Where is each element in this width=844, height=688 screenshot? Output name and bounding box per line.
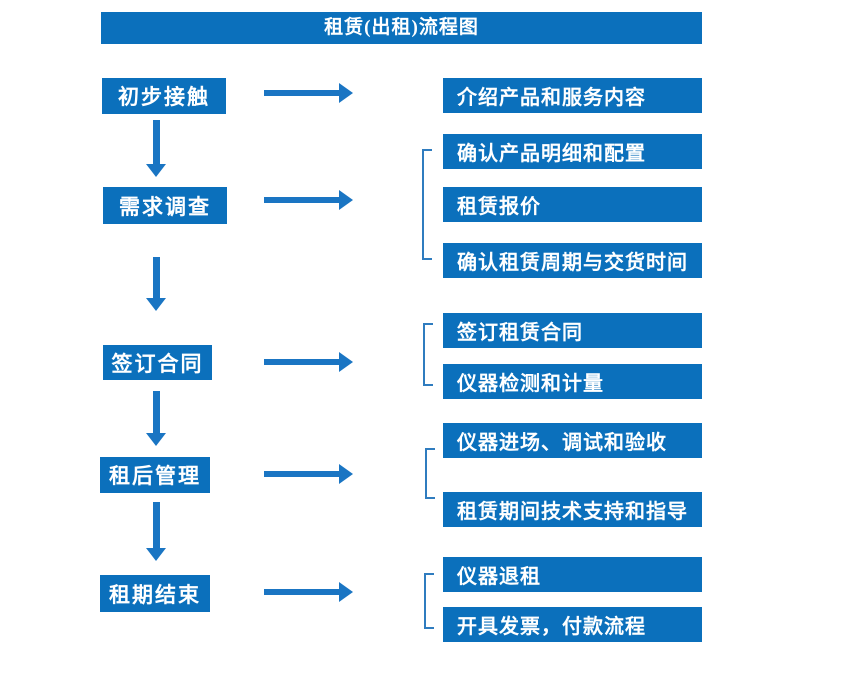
arrow-shaft bbox=[153, 120, 160, 165]
diagram-title: 租赁(出租)流程图 bbox=[101, 12, 702, 44]
arrow-shaft bbox=[264, 589, 340, 595]
output-box-instrument-entry: 仪器进场、调试和验收 bbox=[443, 423, 702, 458]
arrow-head bbox=[339, 582, 353, 602]
arrow-shaft bbox=[264, 359, 340, 365]
arrow-head bbox=[146, 164, 166, 177]
stage-box-initial-contact: 初步接触 bbox=[102, 78, 226, 114]
arrow-shaft bbox=[264, 197, 340, 203]
arrow-head bbox=[146, 433, 166, 446]
arrow-head bbox=[339, 464, 353, 484]
stage-box-lease-end: 租期结束 bbox=[100, 575, 210, 612]
group-bracket bbox=[422, 149, 432, 260]
arrow-right-icon bbox=[264, 581, 353, 603]
output-box-tech-support: 租赁期间技术支持和指导 bbox=[443, 492, 702, 527]
arrow-shaft bbox=[264, 90, 340, 96]
output-box-introduce-products: 介绍产品和服务内容 bbox=[443, 78, 702, 113]
arrow-shaft bbox=[153, 391, 160, 434]
arrow-head bbox=[146, 298, 166, 311]
arrow-shaft bbox=[264, 471, 340, 477]
output-box-invoice-payment: 开具发票，付款流程 bbox=[443, 607, 702, 642]
output-box-instrument-return: 仪器退租 bbox=[443, 557, 702, 592]
group-bracket bbox=[424, 573, 434, 629]
arrow-down-icon bbox=[145, 257, 167, 311]
group-bracket bbox=[423, 323, 433, 386]
arrow-right-icon bbox=[264, 189, 353, 211]
arrow-right-icon bbox=[264, 82, 353, 104]
output-box-instrument-testing: 仪器检测和计量 bbox=[443, 364, 702, 399]
output-box-confirm-period: 确认租赁周期与交货时间 bbox=[443, 243, 702, 278]
arrow-head bbox=[339, 190, 353, 210]
arrow-right-icon bbox=[264, 463, 353, 485]
arrow-head bbox=[339, 352, 353, 372]
arrow-down-icon bbox=[145, 391, 167, 446]
arrow-down-icon bbox=[145, 120, 167, 177]
stage-box-demand-survey: 需求调查 bbox=[103, 187, 227, 224]
stage-box-sign-contract: 签订合同 bbox=[103, 345, 212, 380]
output-box-sign-lease-contract: 签订租赁合同 bbox=[443, 313, 702, 348]
arrow-down-icon bbox=[145, 502, 167, 561]
arrow-shaft bbox=[153, 502, 160, 549]
output-box-confirm-details: 确认产品明细和配置 bbox=[443, 134, 702, 169]
stage-box-post-lease-mgmt: 租后管理 bbox=[100, 457, 210, 493]
group-bracket bbox=[425, 448, 435, 499]
arrow-right-icon bbox=[264, 351, 353, 373]
output-box-lease-quote: 租赁报价 bbox=[443, 187, 702, 222]
arrow-shaft bbox=[153, 257, 160, 299]
arrow-head bbox=[146, 548, 166, 561]
arrow-head bbox=[339, 83, 353, 103]
